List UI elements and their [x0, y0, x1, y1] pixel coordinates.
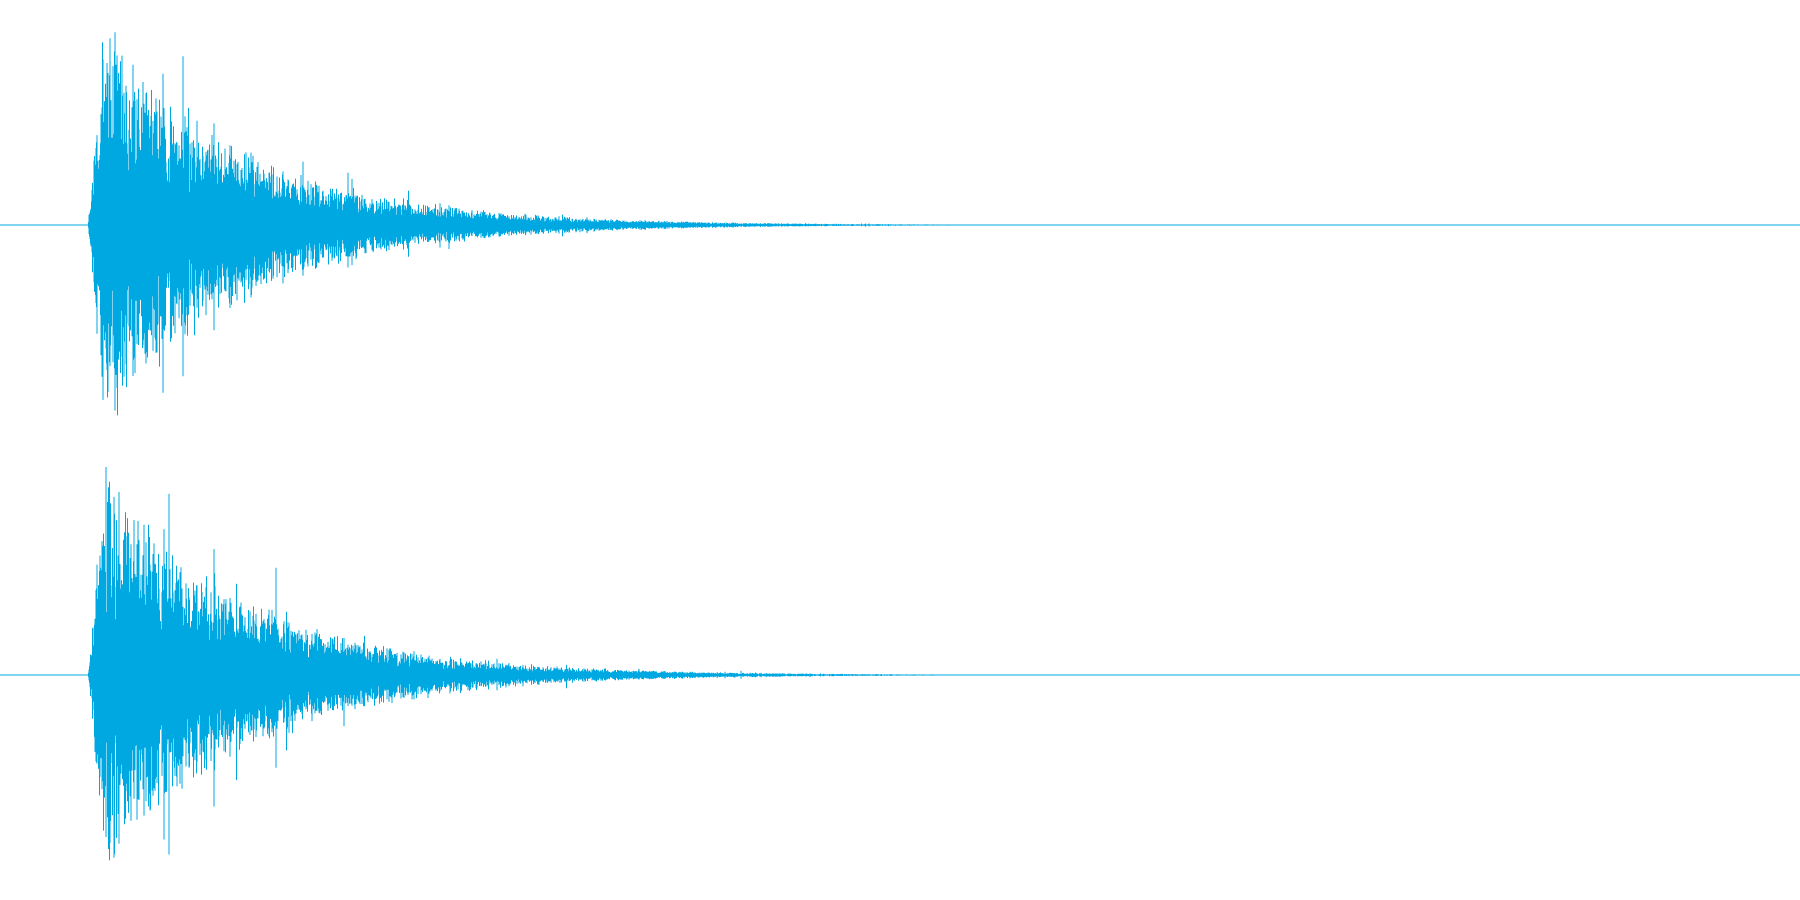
waveform-channel-1-plot — [0, 32, 1800, 416]
waveform-channel-1[interactable] — [0, 0, 1800, 450]
waveform-channel-2-plot — [0, 467, 1800, 861]
waveform-channel-2[interactable] — [0, 450, 1800, 900]
waveform-signal — [88, 467, 954, 861]
waveform-signal — [88, 32, 954, 416]
